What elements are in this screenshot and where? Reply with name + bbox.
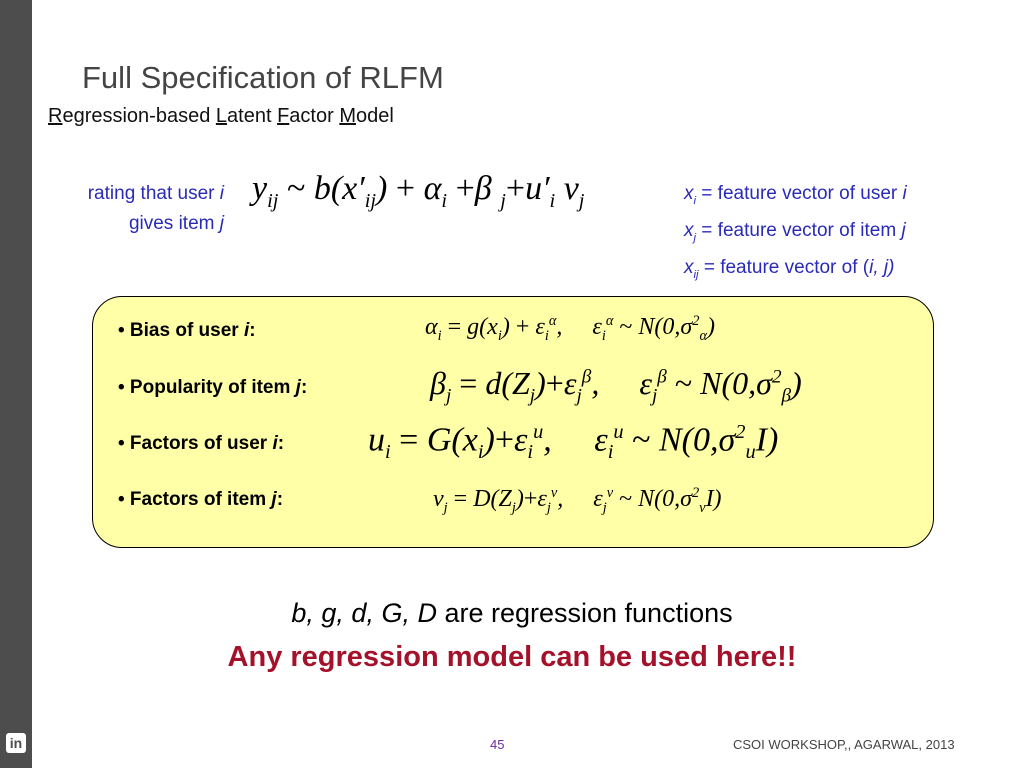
rating-model-equation: yij ~ b(x′ij) + αi +β j+u′i vj: [252, 170, 585, 212]
page-number: 45: [490, 737, 505, 752]
rating-annotation: rating that user i gives item j: [87, 183, 224, 234]
priors-box: [92, 296, 934, 548]
highlight-note: Any regression model can be used here!!: [227, 641, 797, 673]
regression-functions-note: b, g, d, G, D are regression functions: [291, 598, 733, 628]
linkedin-icon[interactable]: in: [6, 733, 26, 753]
user-factors-equation: ui = G(xi)+εiu, εiu ~ N(0,σ2uI): [368, 421, 779, 464]
item-popularity-equation: βj = d(Zj)+εjβ, εjβ ~ N(0,σ2β): [430, 365, 802, 407]
bullet-item-factors: • Factors of item j:: [118, 489, 284, 510]
feature-definitions: xi = feature vector of user i xj = featu…: [684, 179, 907, 289]
feature-def-pair: xij = feature vector of (i, j): [684, 256, 895, 281]
feature-def-item: xj = feature vector of item j: [684, 219, 906, 244]
left-sidebar-bar: in: [0, 0, 32, 768]
item-factors-equation: vj = D(Zj)+εjv, εjv ~ N(0,σ2vI): [433, 485, 722, 516]
bullet-user-factors: • Factors of user i:: [118, 433, 285, 454]
feature-def-user: xi = feature vector of user i: [684, 183, 907, 207]
slide-credit: CSOI WORKSHOP,, AGARWAL, 2013: [733, 737, 955, 752]
slide-title: Full Specification of RLFM: [82, 60, 444, 95]
user-bias-equation: αi = g(xi) + εiα, εiα ~ N(0,σ2α): [425, 313, 716, 344]
bullet-item-popularity: • Popularity of item j:: [118, 377, 308, 398]
slide-subtitle: Regression-based Latent Factor Model: [48, 105, 394, 127]
bullet-user-bias: • Bias of user i:: [118, 320, 256, 341]
